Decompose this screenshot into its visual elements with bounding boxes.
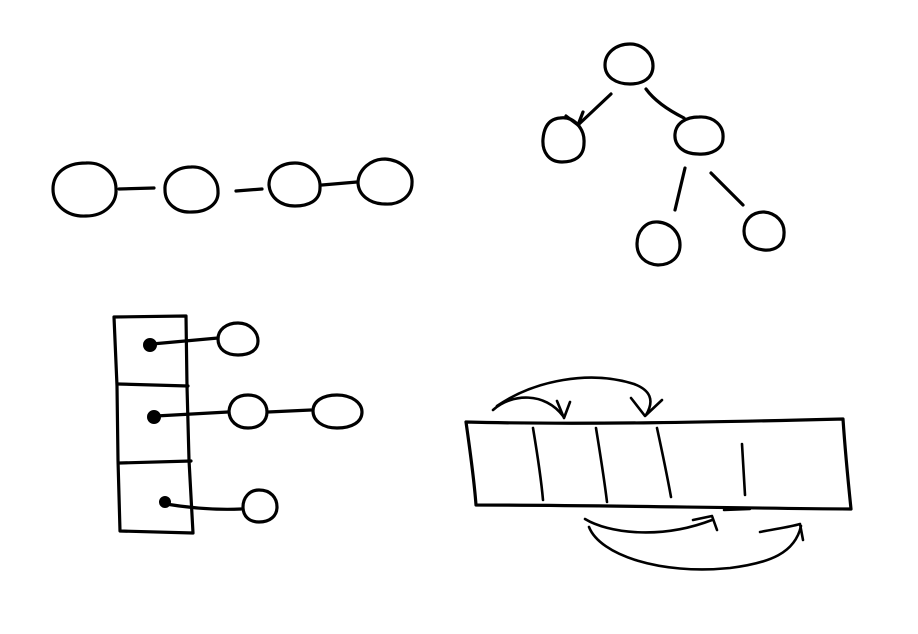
hash-table-diagram xyxy=(112,314,364,535)
array-cell-divider-2 xyxy=(594,426,609,504)
bucket-2-chain-node-2 xyxy=(311,393,364,430)
bucket-3-chain-node-1 xyxy=(241,488,279,524)
array-bottom-arrow-long xyxy=(587,524,803,571)
bucket-3-pointer-line xyxy=(164,502,243,511)
list-link-1 xyxy=(117,186,156,191)
array-top-arrow-short-head xyxy=(555,399,572,420)
array-cell-divider-4 xyxy=(740,442,747,497)
tree-leaf-right xyxy=(742,210,786,252)
linked-list-diagram xyxy=(51,157,414,218)
tree-edge-right xyxy=(644,87,686,120)
bucket-1-pointer-line xyxy=(150,336,220,346)
list-node-4 xyxy=(356,157,414,206)
array-bottom-arrow-short xyxy=(583,517,714,534)
tree-edge-right-right xyxy=(709,171,745,207)
tree-leaf-left xyxy=(635,220,682,267)
array-bottom-arrow-long-head xyxy=(758,522,805,542)
bucket-2-pointer-line xyxy=(154,410,230,418)
array-top-arrow-long xyxy=(495,376,652,417)
tree-root-node xyxy=(603,42,655,86)
array-cell-divider-1 xyxy=(531,426,545,502)
array-bottom-dash xyxy=(722,507,752,512)
tree-right-child xyxy=(673,115,725,156)
list-node-1 xyxy=(51,161,118,218)
list-node-2 xyxy=(163,165,220,214)
list-link-3 xyxy=(320,180,359,187)
array-cell-divider-3 xyxy=(655,426,673,499)
hash-bucket-divider-2 xyxy=(118,459,193,465)
list-node-3 xyxy=(267,161,322,208)
array-bottom-arrow-short-head xyxy=(691,514,719,532)
array-diagram xyxy=(464,376,853,571)
bucket-2-chain-link xyxy=(266,408,313,414)
tree-diagram xyxy=(541,42,786,267)
array-top-arrow-long-head xyxy=(629,396,664,418)
list-link-2 xyxy=(234,187,264,193)
tree-left-child xyxy=(541,116,586,164)
bucket-2-chain-node-1 xyxy=(227,393,269,430)
array-outline xyxy=(464,417,853,511)
tree-edge-right-left xyxy=(673,166,687,212)
tree-edge-left xyxy=(576,92,613,127)
hash-bucket-divider-1 xyxy=(116,382,190,388)
bucket-1-chain-node-1 xyxy=(216,321,260,357)
